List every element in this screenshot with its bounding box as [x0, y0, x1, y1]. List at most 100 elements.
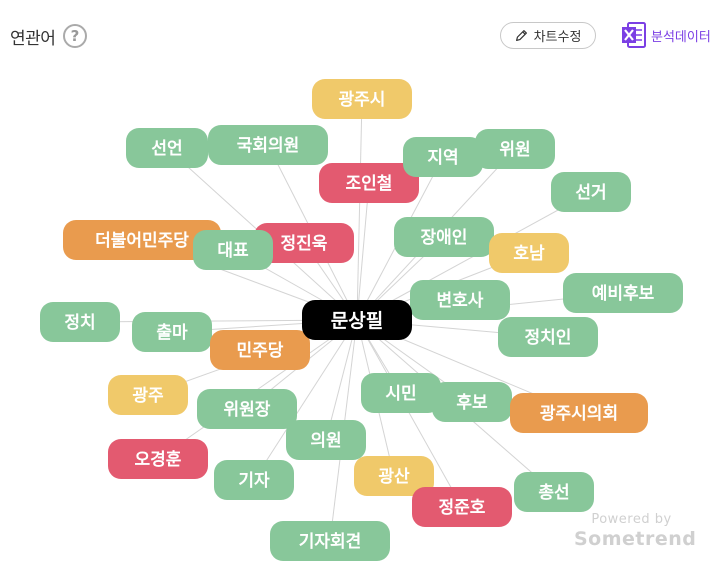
keyword-node[interactable]: 광산: [354, 456, 434, 496]
link-line: [253, 319, 358, 481]
keyword-node-bubble: [40, 302, 120, 342]
keyword-node[interactable]: 의원: [286, 420, 366, 460]
keyword-node-bubble: [63, 220, 221, 260]
keyword-node[interactable]: 더불어민주당: [63, 220, 221, 260]
keyword-node[interactable]: 국회의원: [208, 125, 328, 165]
keyword-node-bubble: [510, 393, 648, 433]
keyword-node-bubble: [394, 217, 494, 257]
keyword-node[interactable]: 조인철: [319, 163, 419, 203]
keyword-node-bubble: [514, 472, 594, 512]
link-line: [356, 182, 370, 321]
powered-by-watermark: Powered by Sometrend: [574, 512, 697, 550]
keyword-node[interactable]: 광주시의회: [510, 393, 648, 433]
keyword-node[interactable]: 기자회견: [270, 521, 390, 561]
keyword-node-label: 위원장: [224, 400, 271, 420]
keyword-node-label: 변호사: [437, 291, 484, 311]
keyword-node[interactable]: 변호사: [410, 280, 510, 320]
keyword-node-label: 정치: [64, 313, 95, 333]
keyword-node[interactable]: 예비후보: [563, 273, 683, 313]
keyword-node-bubble: [563, 273, 683, 313]
keyword-node-label: 국회의원: [237, 136, 300, 156]
keyword-node[interactable]: 광주: [108, 375, 188, 415]
keyword-node-bubble: [214, 460, 294, 500]
keyword-node-bubble: [403, 137, 483, 177]
keyword-node-bubble: [489, 233, 569, 273]
keyword-node[interactable]: 선언: [126, 128, 208, 168]
analysis-data-button[interactable]: 분석데이터: [621, 20, 711, 50]
keyword-node-label: 선거: [575, 183, 606, 203]
keyword-node-bubble: [498, 317, 598, 357]
keyword-node[interactable]: 정진욱: [254, 223, 354, 263]
edit-chart-label: 차트수정: [533, 30, 582, 45]
keyword-node-label: 정준호: [439, 498, 486, 518]
keyword-node-bubble: [197, 389, 297, 429]
keyword-node-label: 예비후보: [592, 283, 655, 304]
keyword-node[interactable]: 후보: [432, 382, 512, 422]
question-circle-icon[interactable]: ?: [63, 24, 87, 48]
keyword-node[interactable]: 광주시: [312, 79, 412, 119]
keyword-node-label: 정치인: [525, 328, 572, 348]
keyword-node-bubble: [286, 420, 366, 460]
keyword-node-bubble: [410, 280, 510, 320]
keyword-node-label: 장애인: [421, 228, 468, 248]
keyword-node[interactable]: 대표: [193, 230, 273, 270]
keyword-node[interactable]: 위원: [475, 129, 555, 169]
powered-by-text: Powered by: [591, 512, 672, 527]
keyword-node[interactable]: 시민: [361, 373, 441, 413]
keyword-node[interactable]: 총선: [514, 472, 594, 512]
page-title: 연관어: [10, 29, 56, 49]
keyword-node-label: 선언: [151, 139, 182, 159]
keyword-node[interactable]: 장애인: [394, 217, 494, 257]
keyword-node-label: 광주시의회: [540, 404, 618, 424]
keyword-node-bubble: [126, 128, 208, 168]
keyword-node-bubble: [432, 382, 512, 422]
link-line: [356, 98, 363, 321]
edit-chart-button[interactable]: 차트수정: [500, 22, 596, 49]
keyword-node[interactable]: 정치인: [498, 317, 598, 357]
keyword-node[interactable]: 위원장: [197, 389, 297, 429]
keyword-node[interactable]: 정치: [40, 302, 120, 342]
keyword-node-bubble: [319, 163, 419, 203]
keyword-node-label: 광주시: [339, 90, 386, 110]
keyword-node-label: 더불어민주당: [95, 231, 189, 251]
keyword-node[interactable]: 출마: [132, 312, 212, 352]
keyword-node-label: 조인철: [346, 174, 393, 194]
keyword-node-bubble: [551, 172, 631, 212]
keyword-node-label: 호남: [513, 244, 545, 264]
keyword-node-bubble: [108, 439, 208, 479]
keyword-node-bubble: [193, 230, 273, 270]
keyword-node-bubble: [312, 79, 412, 119]
keyword-node[interactable]: 민주당: [210, 330, 310, 370]
keyword-node-label: 위원: [499, 140, 530, 160]
keyword-node[interactable]: 선거: [551, 172, 631, 212]
excel-x-icon: [622, 22, 646, 48]
keyword-node-bubble: [132, 312, 212, 352]
center-keyword-node-label: 문상필: [331, 310, 383, 332]
keyword-node[interactable]: 지역: [403, 137, 483, 177]
analysis-data-label: 분석데이터: [651, 29, 711, 45]
center-keyword-node-bubble: [302, 300, 412, 340]
keyword-node[interactable]: 기자: [214, 460, 294, 500]
keyword-node-label: 출마: [156, 323, 188, 343]
keyword-node-bubble: [210, 330, 310, 370]
keyword-node-label: 대표: [217, 241, 249, 261]
keyword-node-label: 지역: [427, 148, 458, 168]
keyword-node-bubble: [108, 375, 188, 415]
keyword-node[interactable]: 오경훈: [108, 439, 208, 479]
keyword-node-label: 오경훈: [135, 449, 182, 470]
keyword-node-bubble: [270, 521, 390, 561]
sometrend-logo: Sometrend: [574, 528, 697, 550]
keyword-node-label: 광산: [378, 467, 410, 487]
keyword-node[interactable]: 정준호: [412, 487, 512, 527]
center-keyword-node[interactable]: 문상필: [302, 300, 412, 340]
keyword-node-label: 의원: [310, 431, 341, 451]
keyword-node-bubble: [208, 125, 328, 165]
keyword-node-bubble: [354, 456, 434, 496]
pencil-icon: [515, 30, 527, 41]
keyword-node-bubble: [361, 373, 441, 413]
keyword-node[interactable]: 호남: [489, 233, 569, 273]
keyword-node-bubble: [412, 487, 512, 527]
keyword-node-label: 정진욱: [281, 234, 328, 254]
